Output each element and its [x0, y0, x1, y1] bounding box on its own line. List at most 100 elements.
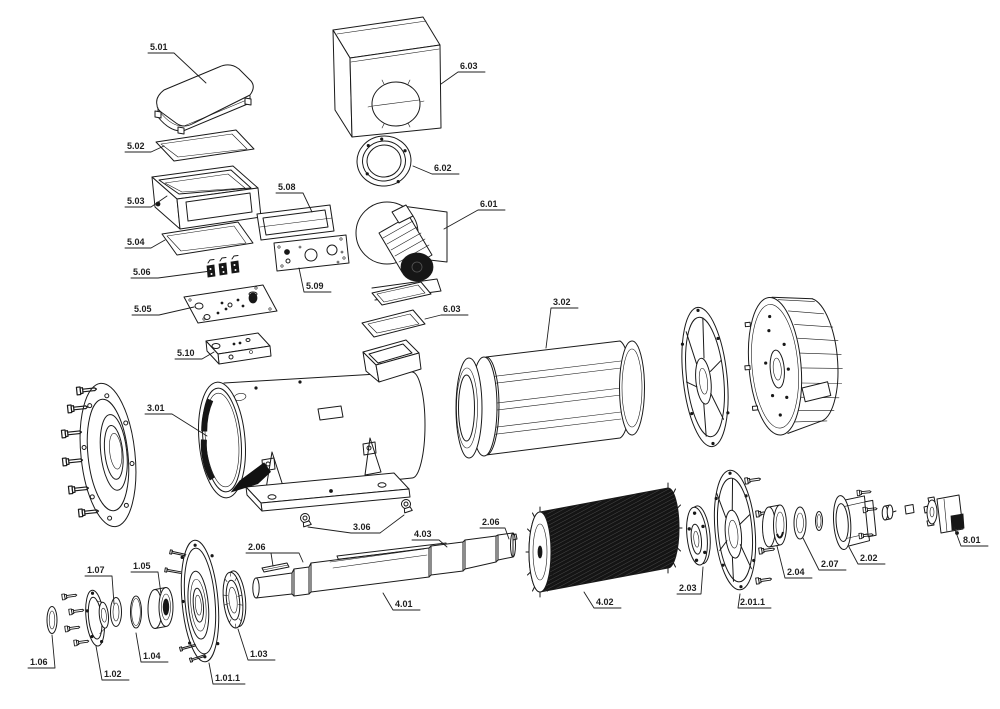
part-terminal-blocks-5.06 — [206, 255, 240, 278]
leader-line-2.06 — [270, 552, 274, 567]
part-label-5.05: 5.05 — [134, 304, 152, 314]
leader-line-2.02 — [848, 546, 886, 565]
part-rotor-4.02 — [525, 482, 683, 598]
part-mounting-plate-5.05 — [183, 284, 278, 324]
leader-line-4.01 — [382, 592, 421, 611]
leader-line-4.02 — [583, 591, 622, 609]
part-label-1.07: 1.07 — [87, 565, 105, 575]
part-label-2.06: 2.06 — [482, 517, 500, 527]
drive-end-studs — [61, 591, 90, 647]
part-gasket-5.04 — [161, 221, 254, 256]
leader-line-5.08 — [275, 192, 313, 213]
part-label-1.04: 1.04 — [143, 651, 161, 661]
leader-line-5.09 — [298, 267, 332, 293]
part-bearing-2.04 — [762, 504, 787, 548]
part-end-shield-2.01.1 — [713, 469, 757, 591]
part-label-3.02: 3.02 — [553, 297, 571, 307]
part-end-shield-1.01.1 — [180, 539, 220, 663]
leader-line-5.04 — [124, 239, 166, 249]
part-blower-fan-6.01 — [355, 201, 448, 301]
part-label-3.01: 3.01 — [147, 403, 165, 413]
callout-layer: 5.015.025.035.045.065.055.105.085.096.03… — [27, 42, 989, 685]
leader-line-6.02 — [412, 165, 460, 175]
part-key-2.06-left — [261, 562, 290, 573]
part-terminal-box-5.03 — [151, 165, 262, 230]
leader-line-6.03 — [440, 71, 486, 85]
part-o-ring — [815, 511, 823, 531]
part-o-ring-1.06 — [46, 606, 58, 634]
part-frame-window-5.08 — [256, 204, 335, 241]
part-key-bit — [904, 504, 915, 515]
part-label-2.06: 2.06 — [248, 542, 266, 552]
part-label-4.01: 4.01 — [395, 599, 413, 609]
part-motor-frame-3.01 — [198, 339, 426, 512]
leader-line-1.04 — [135, 632, 169, 663]
part-label-5.09: 5.09 — [306, 281, 324, 291]
leader-line-1.07 — [84, 575, 115, 605]
leader-line-2.06 — [245, 552, 304, 563]
part-label-4.02: 4.02 — [596, 597, 614, 607]
part-label-5.02: 5.02 — [127, 141, 145, 151]
leader-line-8.01 — [953, 526, 989, 547]
part-label-1.03: 1.03 — [250, 649, 268, 659]
leader-line-1.06 — [27, 634, 56, 669]
part-bearing-1.05 — [147, 587, 174, 629]
part-encoder-8.01 — [923, 494, 965, 535]
part-label-5.01: 5.01 — [150, 42, 168, 52]
leader-line-3.06 — [307, 514, 405, 534]
part-front-flange — [79, 382, 137, 528]
leader-line-2.06 — [479, 527, 510, 540]
part-label-5.04: 5.04 — [127, 237, 145, 247]
part-label-5.08: 5.08 — [278, 182, 296, 192]
part-shaft-nut — [881, 504, 897, 521]
part-terminal-box-cover-5.01 — [154, 64, 254, 135]
part-label-1.01.1: 1.01.1 — [215, 673, 240, 683]
part-bearing-cap-2.02 — [832, 495, 877, 550]
part-label-6.03: 6.03 — [460, 61, 478, 71]
part-label-1.05: 1.05 — [133, 561, 151, 571]
part-shaft-4.01 — [252, 532, 516, 599]
part-label-2.07: 2.07 — [821, 559, 839, 569]
part-finned-fan-housing — [744, 296, 843, 436]
part-label-5.06: 5.06 — [133, 267, 151, 277]
part-seal-2.07 — [793, 506, 807, 540]
part-label-5.03: 5.03 — [127, 196, 145, 206]
part-label-4.03: 4.03 — [414, 529, 432, 539]
part-blower-ring-6.02 — [356, 135, 412, 187]
part-seal-1.07 — [110, 597, 122, 627]
leader-line-6.03 — [424, 314, 469, 320]
part-label-2.03: 2.03 — [679, 583, 697, 593]
leader-line-1.02 — [95, 645, 130, 681]
part-bearing-ring-1.03 — [222, 570, 247, 629]
leader-line-1.01.1 — [208, 662, 246, 685]
part-label-2.04: 2.04 — [787, 567, 805, 577]
part-label-2.01.1: 2.01.1 — [740, 597, 765, 607]
part-gland-plate-5.09 — [273, 234, 350, 272]
leader-line-2.03 — [676, 566, 704, 595]
part-label-1.06: 1.06 — [30, 657, 48, 667]
part-label-6.02: 6.02 — [434, 163, 452, 173]
part-label-1.02: 1.02 — [104, 669, 122, 679]
part-lifting-eye-3.06-left — [298, 511, 313, 528]
part-fan-guide-disc — [680, 306, 730, 448]
part-label-2.02: 2.02 — [860, 553, 878, 563]
leader-line-5.05 — [131, 306, 195, 316]
leader-line-5.02 — [124, 145, 165, 153]
leader-line-2.04 — [776, 545, 813, 579]
part-label-3.06: 3.06 — [353, 522, 371, 532]
part-label-8.01: 8.01 — [963, 535, 981, 545]
leader-line-2.01.1 — [737, 593, 772, 609]
part-stator-3.02 — [455, 340, 645, 459]
leader-line-5.01 — [147, 52, 207, 84]
part-gasket-5.02 — [155, 129, 255, 162]
part-blower-gasket-upper — [371, 281, 432, 306]
part-adapter-block-5.10 — [205, 332, 272, 365]
leader-line-3.01 — [144, 413, 208, 437]
part-lifting-eye-3.06-right — [399, 497, 414, 514]
leader-line-1.03 — [237, 628, 276, 661]
leader-line-5.10 — [174, 351, 215, 360]
leader-line-2.07 — [802, 537, 847, 571]
part-o-ring-1.04 — [130, 595, 142, 629]
leader-line-1.05 — [130, 571, 162, 595]
leader-line-5.03 — [124, 195, 168, 208]
